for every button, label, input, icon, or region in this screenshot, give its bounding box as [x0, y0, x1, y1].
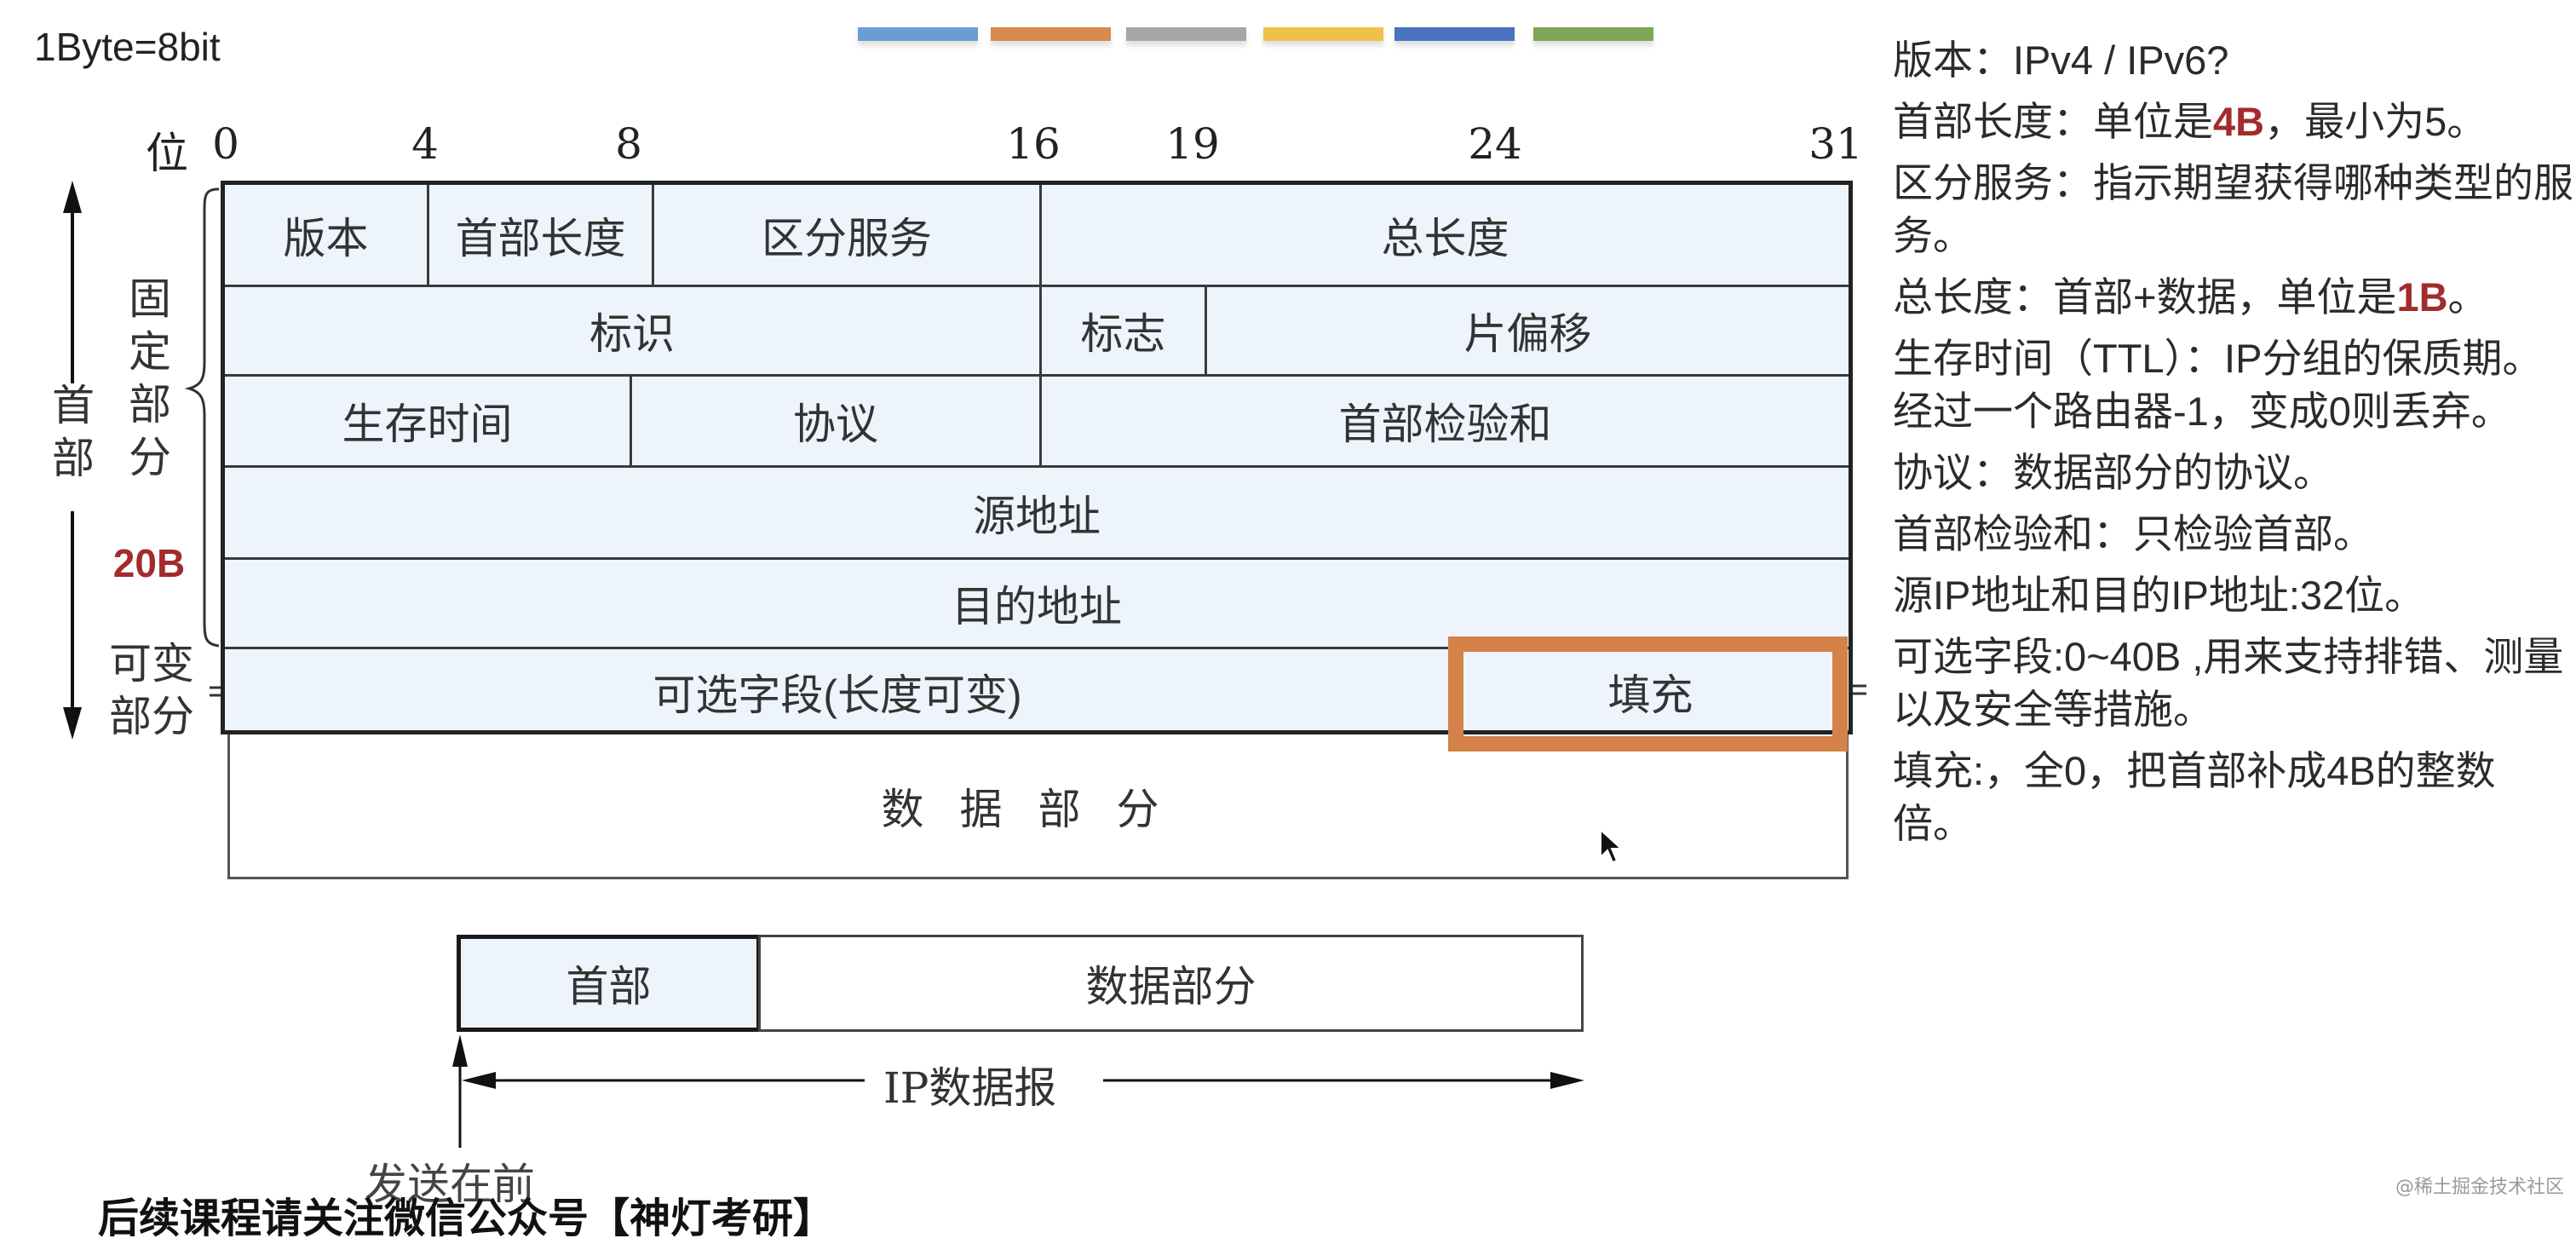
note-protocol: 协议：数据部分的协议。: [1893, 450, 2333, 495]
bit-tick: 4: [411, 119, 439, 169]
send-first-label: 发送在前: [365, 1160, 535, 1209]
header-label: 首部: [52, 381, 95, 483]
bit-tick: 16: [1006, 119, 1061, 169]
note-padding: 填充:，全0，把首部补成4B的整数倍。: [1893, 748, 2496, 846]
field-diff-services: 区分服务: [654, 185, 1042, 285]
bit-tick: 24: [1468, 119, 1522, 169]
mouse-cursor-icon: [1600, 828, 1623, 864]
note-version: 版本：IPv4 / IPv6?: [1893, 37, 2229, 83]
color-bar-orange: [991, 27, 1111, 41]
bit-tick: 0: [212, 119, 239, 169]
field-notes-panel: 版本：IPv4 / IPv6? 首部长度：单位是4B，最小为5。 区分服务：指示…: [1893, 34, 2574, 859]
header-row-2: 标识 标志 片偏移: [225, 287, 1849, 377]
header-span-arrow-icon: [63, 181, 82, 740]
header-row-3: 生存时间 协议 首部检验和: [225, 377, 1849, 468]
bit-axis-label: 位: [146, 129, 188, 178]
field-destination-address: 目的地址: [952, 582, 1122, 631]
note-diff-services: 区分服务：指示期望获得哪种类型的服务。: [1893, 160, 2573, 258]
byte-bit-note: 1Byte=8bit: [34, 25, 221, 69]
field-flags: 标志: [1042, 287, 1207, 374]
color-bar-yellow: [1263, 27, 1383, 41]
fixed-part-label: 固定部分: [129, 274, 171, 482]
header-row-6: 可选字段(长度可变) 填充: [225, 649, 1849, 734]
field-identification: 标识: [225, 287, 1042, 374]
bit-tick: 19: [1165, 119, 1220, 169]
color-bar-darkblue: [1394, 27, 1515, 41]
note-addresses: 源IP地址和目的IP地址:32位。: [1893, 573, 2425, 618]
field-fragment-offset: 片偏移: [1463, 309, 1592, 359]
watermark: @稀土掘金技术社区: [2395, 1177, 2564, 1198]
field-options: 可选字段(长度可变): [225, 649, 1452, 734]
header-row-1: 版本 首部长度 区分服务 总长度: [225, 185, 1849, 287]
header-row-4: 源地址: [225, 468, 1849, 560]
datagram-header-box: 首部: [457, 935, 761, 1032]
datagram-span-arrow-icon: [452, 1034, 1584, 1148]
padding-highlight-box: [1448, 636, 1848, 752]
bit-tick: 8: [615, 119, 642, 169]
note-total-length: 总长度：首部+数据，单位是1B。: [1893, 274, 2488, 320]
variable-part-label: 可变 部分: [109, 639, 194, 741]
color-bar-green: [1533, 27, 1653, 41]
note-header-length: 首部长度：单位是4B，最小为5。: [1893, 99, 2487, 144]
data-section: 数据部分: [227, 734, 1849, 879]
note-ttl: 生存时间（TTL）：IP分组的保质期。经过一个路由器-1，变成0则丢弃。: [1893, 336, 2543, 434]
field-ttl: 生存时间: [225, 377, 632, 465]
color-bar-blue: [858, 27, 978, 41]
note-checksum: 首部检验和：只检验首部。: [1893, 511, 2373, 556]
field-padding: 填充: [1607, 671, 1693, 720]
bit-tick: 31: [1808, 119, 1863, 169]
ip-datagram-label: IP数据报: [883, 1063, 1057, 1113]
header-row-5: 目的地址: [225, 560, 1849, 649]
field-source-address: 源地址: [973, 491, 1101, 541]
course-caption: 后续课程请关注微信公众号【神灯考研】: [98, 1195, 835, 1242]
datagram-data-box: 数据部分: [758, 935, 1584, 1032]
field-protocol: 协议: [632, 377, 1042, 465]
fixed-size-label: 20B: [112, 541, 186, 585]
fixed-part-brace-icon: [184, 187, 220, 648]
field-version: 版本: [225, 185, 429, 285]
field-total-length: 总长度: [1381, 213, 1509, 263]
field-header-checksum: 首部检验和: [1338, 400, 1552, 449]
field-header-length: 首部长度: [429, 185, 654, 285]
color-bar-gray: [1126, 27, 1246, 41]
note-options: 可选字段:0~40B ,用来支持排错、测量以及安全等措施。: [1893, 634, 2564, 732]
